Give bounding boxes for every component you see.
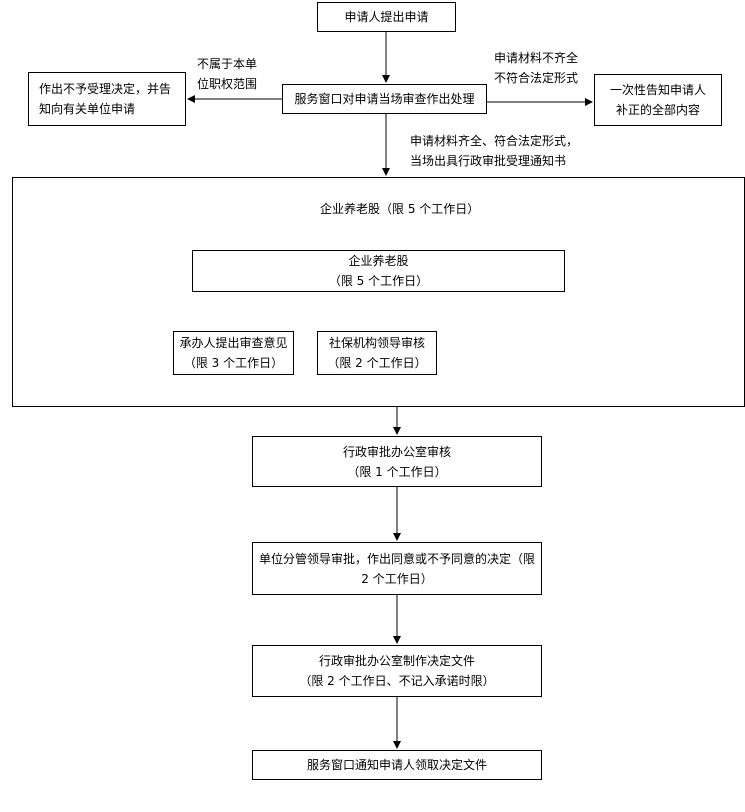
section-enterprise-pension-title: 企业养老股（限 5 个工作日）	[320, 202, 480, 216]
edge-label-incomplete-line-2: 不符合法定形式	[494, 71, 579, 85]
edge-label-not-in-scope-line-2: 位职权范围	[197, 77, 258, 91]
node-enterprise-inner-line-1: 企业养老股	[348, 254, 409, 268]
node-social-security-review-line-1: 社保机构领导审核	[328, 336, 425, 350]
node-admin-office-review-line-1: 行政审批办公室审核	[342, 444, 451, 459]
node-handler-opinion-line-2: （限 3 个工作日）	[183, 356, 284, 370]
edge-label-incomplete: 申请材料不齐全 不符合法定形式	[494, 48, 578, 88]
edge-label-not-in-scope: 不属于本单 位职权范围	[197, 54, 257, 94]
node-make-decision-doc-line-1: 行政审批办公室制作决定文件	[318, 654, 475, 668]
node-window-review: 服务窗口对申请当场审查作出处理	[282, 84, 487, 114]
node-leader-approval: 单位分管领导审批，作出同意或不予同意的决定（限 2 个工作日）	[252, 542, 542, 595]
node-social-security-review-line-2: （限 2 个工作日）	[327, 356, 427, 370]
node-notify-supplement-line-1: 一次性告知申请人	[609, 83, 706, 97]
node-leader-approval-line-2: 2 个工作日）	[361, 571, 433, 586]
node-make-decision-doc: 行政审批办公室制作决定文件 （限 2 个工作日、不记入承诺时限）	[252, 645, 542, 697]
node-apply-text: 申请人提出申请	[344, 10, 429, 24]
node-notify-supplement: 一次性告知申请人 补正的全部内容	[594, 74, 722, 126]
node-handler-opinion-line-1: 承办人提出审查意见	[179, 336, 288, 350]
node-reject: 作出不予受理决定，并告 知向有关单位申请	[28, 72, 186, 126]
edge-label-complete-line-1: 申请材料齐全、符合法定形式，	[410, 134, 579, 148]
node-notify-supplement-line-2: 补正的全部内容	[615, 103, 700, 117]
node-reject-line-2: 知向有关单位申请	[39, 102, 136, 116]
node-social-security-review: 社保机构领导审核 （限 2 个工作日）	[317, 331, 437, 375]
node-enterprise-inner: 企业养老股 （限 5 个工作日）	[192, 250, 565, 292]
node-notify-collect-text: 服务窗口通知申请人领取决定文件	[306, 758, 487, 772]
node-apply: 申请人提出申请	[317, 2, 456, 32]
node-reject-line-1: 作出不予受理决定，并告	[39, 82, 172, 96]
node-admin-office-review-line-2: （限 1 个工作日）	[347, 464, 447, 479]
node-admin-office-review: 行政审批办公室审核 （限 1 个工作日）	[252, 436, 542, 487]
node-notify-collect: 服务窗口通知申请人领取决定文件	[252, 750, 542, 780]
edge-label-complete: 申请材料齐全、符合法定形式， 当场出具行政审批受理通知书	[410, 131, 578, 171]
edge-label-not-in-scope-line-1: 不属于本单	[197, 57, 258, 71]
node-leader-approval-line-1: 单位分管领导审批，作出同意或不予同意的决定（限	[258, 551, 535, 566]
node-handler-opinion: 承办人提出审查意见 （限 3 个工作日）	[173, 331, 294, 375]
edge-label-complete-line-2: 当场出具行政审批受理通知书	[410, 154, 567, 168]
node-window-review-text: 服务窗口对申请当场审查作出处理	[294, 92, 475, 106]
edge-label-incomplete-line-1: 申请材料不齐全	[494, 51, 579, 65]
node-enterprise-inner-line-2: （限 5 个工作日）	[328, 274, 429, 288]
node-make-decision-doc-line-2: （限 2 个工作日、不记入承诺时限）	[299, 674, 495, 688]
